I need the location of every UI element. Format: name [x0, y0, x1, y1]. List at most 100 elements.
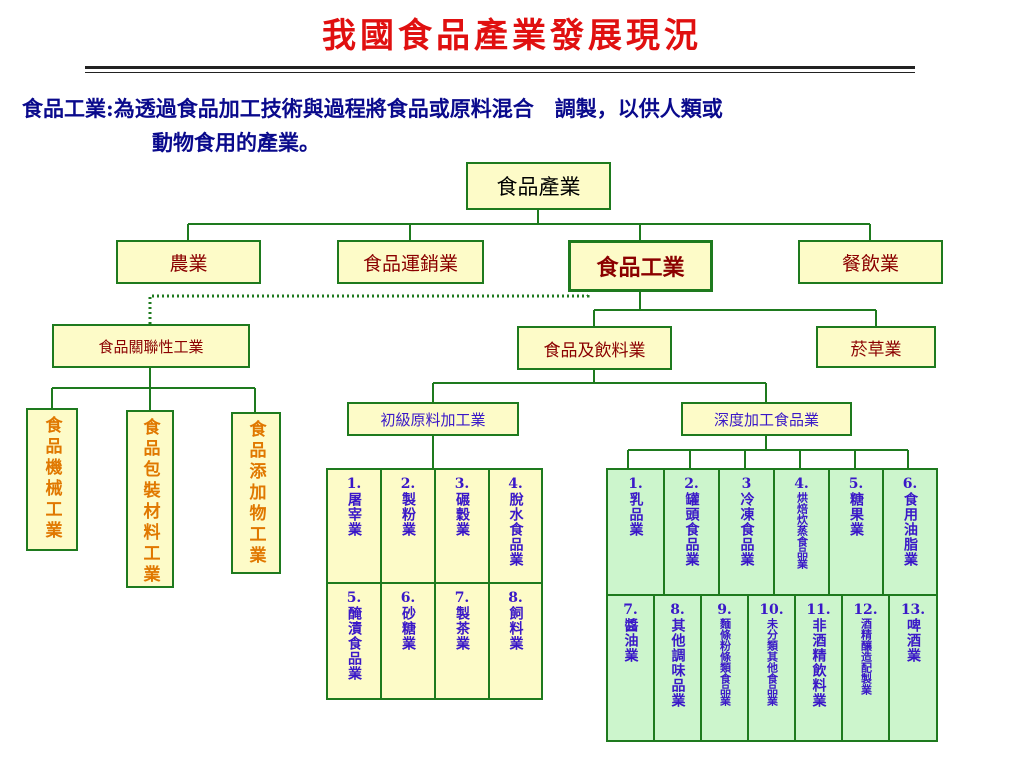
node-food-machinery-label: 食品機械工業	[41, 416, 62, 542]
deep-item: 12.酒精釀造配製業	[843, 596, 890, 740]
deep-item-label: 糖果業	[848, 492, 864, 537]
primary-item: 6.砂糖業	[382, 584, 436, 698]
primary-item-label: 屠宰業	[346, 492, 362, 537]
node-food-distribution-label: 食品運銷業	[362, 252, 458, 275]
node-food-distribution: 食品運銷業	[337, 240, 484, 284]
node-food-industry-label: 食品工業	[596, 255, 685, 281]
title-divider	[85, 66, 915, 69]
node-deep-processing: 深度加工食品業	[681, 402, 852, 436]
deep-item-number: 7.	[623, 602, 638, 618]
node-food-beverage-label: 食品及飲料業	[543, 340, 646, 361]
primary-item-number: 3.	[454, 476, 470, 492]
deep-item-number: 9.	[717, 602, 732, 618]
primary-item-label: 砂糖業	[400, 606, 416, 651]
deep-item: 11.非酒精飲料業	[796, 596, 843, 740]
primary-item-label: 碾穀業	[454, 492, 470, 537]
deep-item-number: 11.	[806, 602, 831, 618]
deep-item-label: 醬油業	[622, 618, 639, 663]
deep-item: 9.麵條粉條類食品業	[702, 596, 749, 740]
node-primary-processing: 初級原料加工業	[347, 402, 519, 436]
primary-items-row1: 1.屠宰業 2.製粉業 3.碾穀業 4.脫水食品業	[326, 468, 543, 584]
deep-item-number: 3	[741, 476, 752, 492]
deep-item-label: 乳品業	[627, 492, 644, 537]
primary-item-number: 4.	[508, 476, 523, 492]
primary-item-number: 8.	[508, 590, 523, 606]
deep-item-label: 未分類其他食品業	[765, 618, 779, 706]
definition-line1: 為透過食品加工技術與過程將食品或原料混合 調製，以供人類或	[113, 96, 723, 121]
deep-item-number: 8.	[670, 602, 685, 618]
deep-item: 8.其他調味品業	[655, 596, 702, 740]
definition-text: 食品工業:為透過食品加工技術與過程將食品或原料混合 調製，以供人類或 動物食用的…	[22, 92, 1012, 160]
node-food-machinery: 食品機械工業	[26, 408, 78, 551]
deep-item-number: 4.	[794, 476, 809, 492]
page-title: 我國食品產業發展現況	[322, 16, 702, 56]
primary-item: 4.脫水食品業	[490, 470, 541, 584]
deep-item-number: 5.	[848, 476, 864, 492]
deep-item-label: 酒精釀造配製業	[859, 618, 873, 695]
primary-item: 3.碾穀業	[436, 470, 490, 584]
deep-item-number: 2.	[684, 476, 699, 492]
primary-item-number: 1.	[346, 476, 362, 492]
deep-item-label: 冷凍食品業	[738, 492, 755, 567]
primary-item: 7.製茶業	[436, 584, 490, 698]
node-catering-label: 餐飲業	[841, 252, 899, 275]
deep-item: 10.未分類其他食品業	[749, 596, 796, 740]
deep-item: 1.乳品業	[608, 470, 665, 596]
node-root-label: 食品產業	[496, 175, 581, 199]
deep-item-number: 10.	[759, 602, 784, 618]
deep-item-label: 食用油脂業	[902, 492, 918, 567]
primary-item-number: 2.	[400, 476, 416, 492]
deep-item-label: 麵條粉條類食品業	[718, 618, 732, 706]
node-deep-processing-label: 深度加工食品業	[713, 410, 819, 429]
primary-item-number: 5.	[346, 590, 362, 606]
deep-item-label: 非酒精飲料業	[810, 618, 827, 708]
primary-item-number: 6.	[400, 590, 416, 606]
deep-item: 5.糖果業	[830, 470, 884, 596]
primary-item: 2.製粉業	[382, 470, 436, 584]
primary-item-label: 飼料業	[507, 606, 524, 651]
primary-item-number: 7.	[454, 590, 470, 606]
node-agriculture-label: 農業	[169, 252, 208, 275]
primary-item-label: 脫水食品業	[507, 492, 524, 567]
node-tobacco-label: 菸草業	[850, 339, 902, 360]
primary-item-label: 製茶業	[454, 606, 470, 651]
node-food-additives: 食品添加物工業	[231, 412, 281, 574]
deep-item: 4.烘焙炊蒸食品業	[775, 470, 830, 596]
primary-item-label: 製粉業	[400, 492, 416, 537]
deep-item: 2.罐頭食品業	[665, 470, 720, 596]
primary-items-row2: 5.醃漬食品業 6.砂糖業 7.製茶業 8.飼料業	[326, 582, 543, 700]
node-food-industry: 食品工業	[568, 240, 713, 292]
node-related-industry: 食品關聯性工業	[52, 324, 250, 368]
deep-item: 7.醬油業	[608, 596, 655, 740]
definition-term: 食品工業:	[22, 96, 114, 121]
deep-item-number: 1.	[628, 476, 643, 492]
primary-item: 8.飼料業	[490, 584, 541, 698]
deep-items-row2: 7.醬油業 8.其他調味品業 9.麵條粉條類食品業 10.未分類其他食品業 11…	[606, 594, 938, 742]
node-catering: 餐飲業	[798, 240, 943, 284]
definition-line2: 動物食用的產業。	[152, 130, 320, 155]
deep-item-label: 烘焙炊蒸食品業	[795, 492, 809, 569]
title-divider-thin	[85, 72, 915, 73]
primary-item: 1.屠宰業	[328, 470, 382, 584]
node-agriculture: 農業	[116, 240, 261, 284]
node-tobacco: 菸草業	[816, 326, 936, 368]
primary-item: 5.醃漬食品業	[328, 584, 382, 698]
node-root: 食品產業	[466, 162, 611, 210]
primary-item-label: 醃漬食品業	[346, 606, 362, 681]
deep-item-number: 12.	[853, 602, 878, 618]
deep-item: 6.食用油脂業	[884, 470, 936, 596]
node-related-industry-label: 食品關聯性工業	[98, 337, 204, 356]
deep-item-label: 罐頭食品業	[683, 492, 700, 567]
deep-item-number: 6.	[902, 476, 918, 492]
node-packaging-materials-label: 食品包裝材料工業	[139, 418, 160, 586]
deep-item-label: 啤酒業	[905, 618, 921, 663]
node-food-beverage: 食品及飲料業	[517, 326, 672, 370]
node-primary-processing-label: 初級原料加工業	[380, 410, 486, 429]
node-packaging-materials: 食品包裝材料工業	[126, 410, 174, 588]
node-food-additives-label: 食品添加物工業	[245, 420, 266, 567]
deep-item-number: 13.	[900, 602, 926, 618]
deep-item-label: 其他調味品業	[669, 618, 686, 708]
